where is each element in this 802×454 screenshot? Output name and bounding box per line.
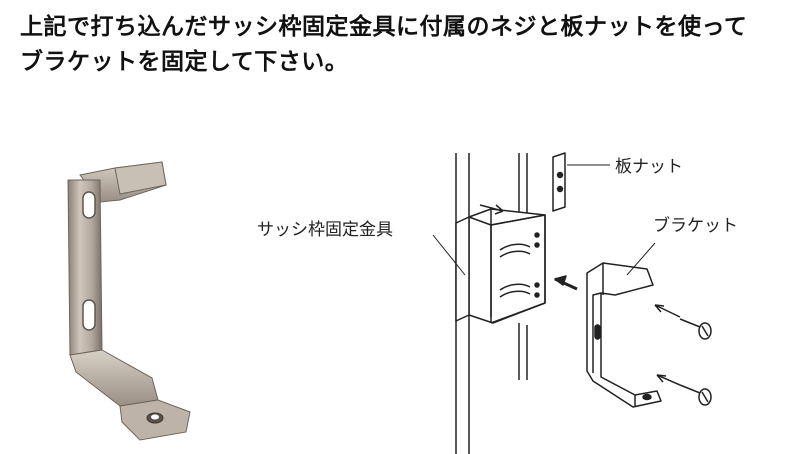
instruction-line-1: 上記で打ち込んだサッシ枠固定金具に付属のネジと板ナットを使って [20, 14, 748, 40]
label-itanut: 板ナット [615, 157, 683, 177]
itanut-part [552, 152, 566, 212]
sash-bracket-part [455, 204, 546, 324]
instruction-line-2: ブラケットを固定して下さい。 [20, 49, 349, 75]
bracket-photo [67, 161, 191, 441]
screw-lower [656, 374, 712, 406]
bracket-part [586, 262, 662, 408]
label-bracket: ブラケット [653, 215, 738, 236]
screw-upper [654, 304, 712, 340]
label-sash-bracket: サッシ枠固定金具 [257, 220, 393, 240]
installation-diagram: 板ナット サッシ枠固定金具 ブラケット [257, 152, 738, 454]
instruction-text: 上記で打ち込んだサッシ枠固定金具に付属のネジと板ナットを使って ブラケットを固定… [20, 10, 790, 80]
